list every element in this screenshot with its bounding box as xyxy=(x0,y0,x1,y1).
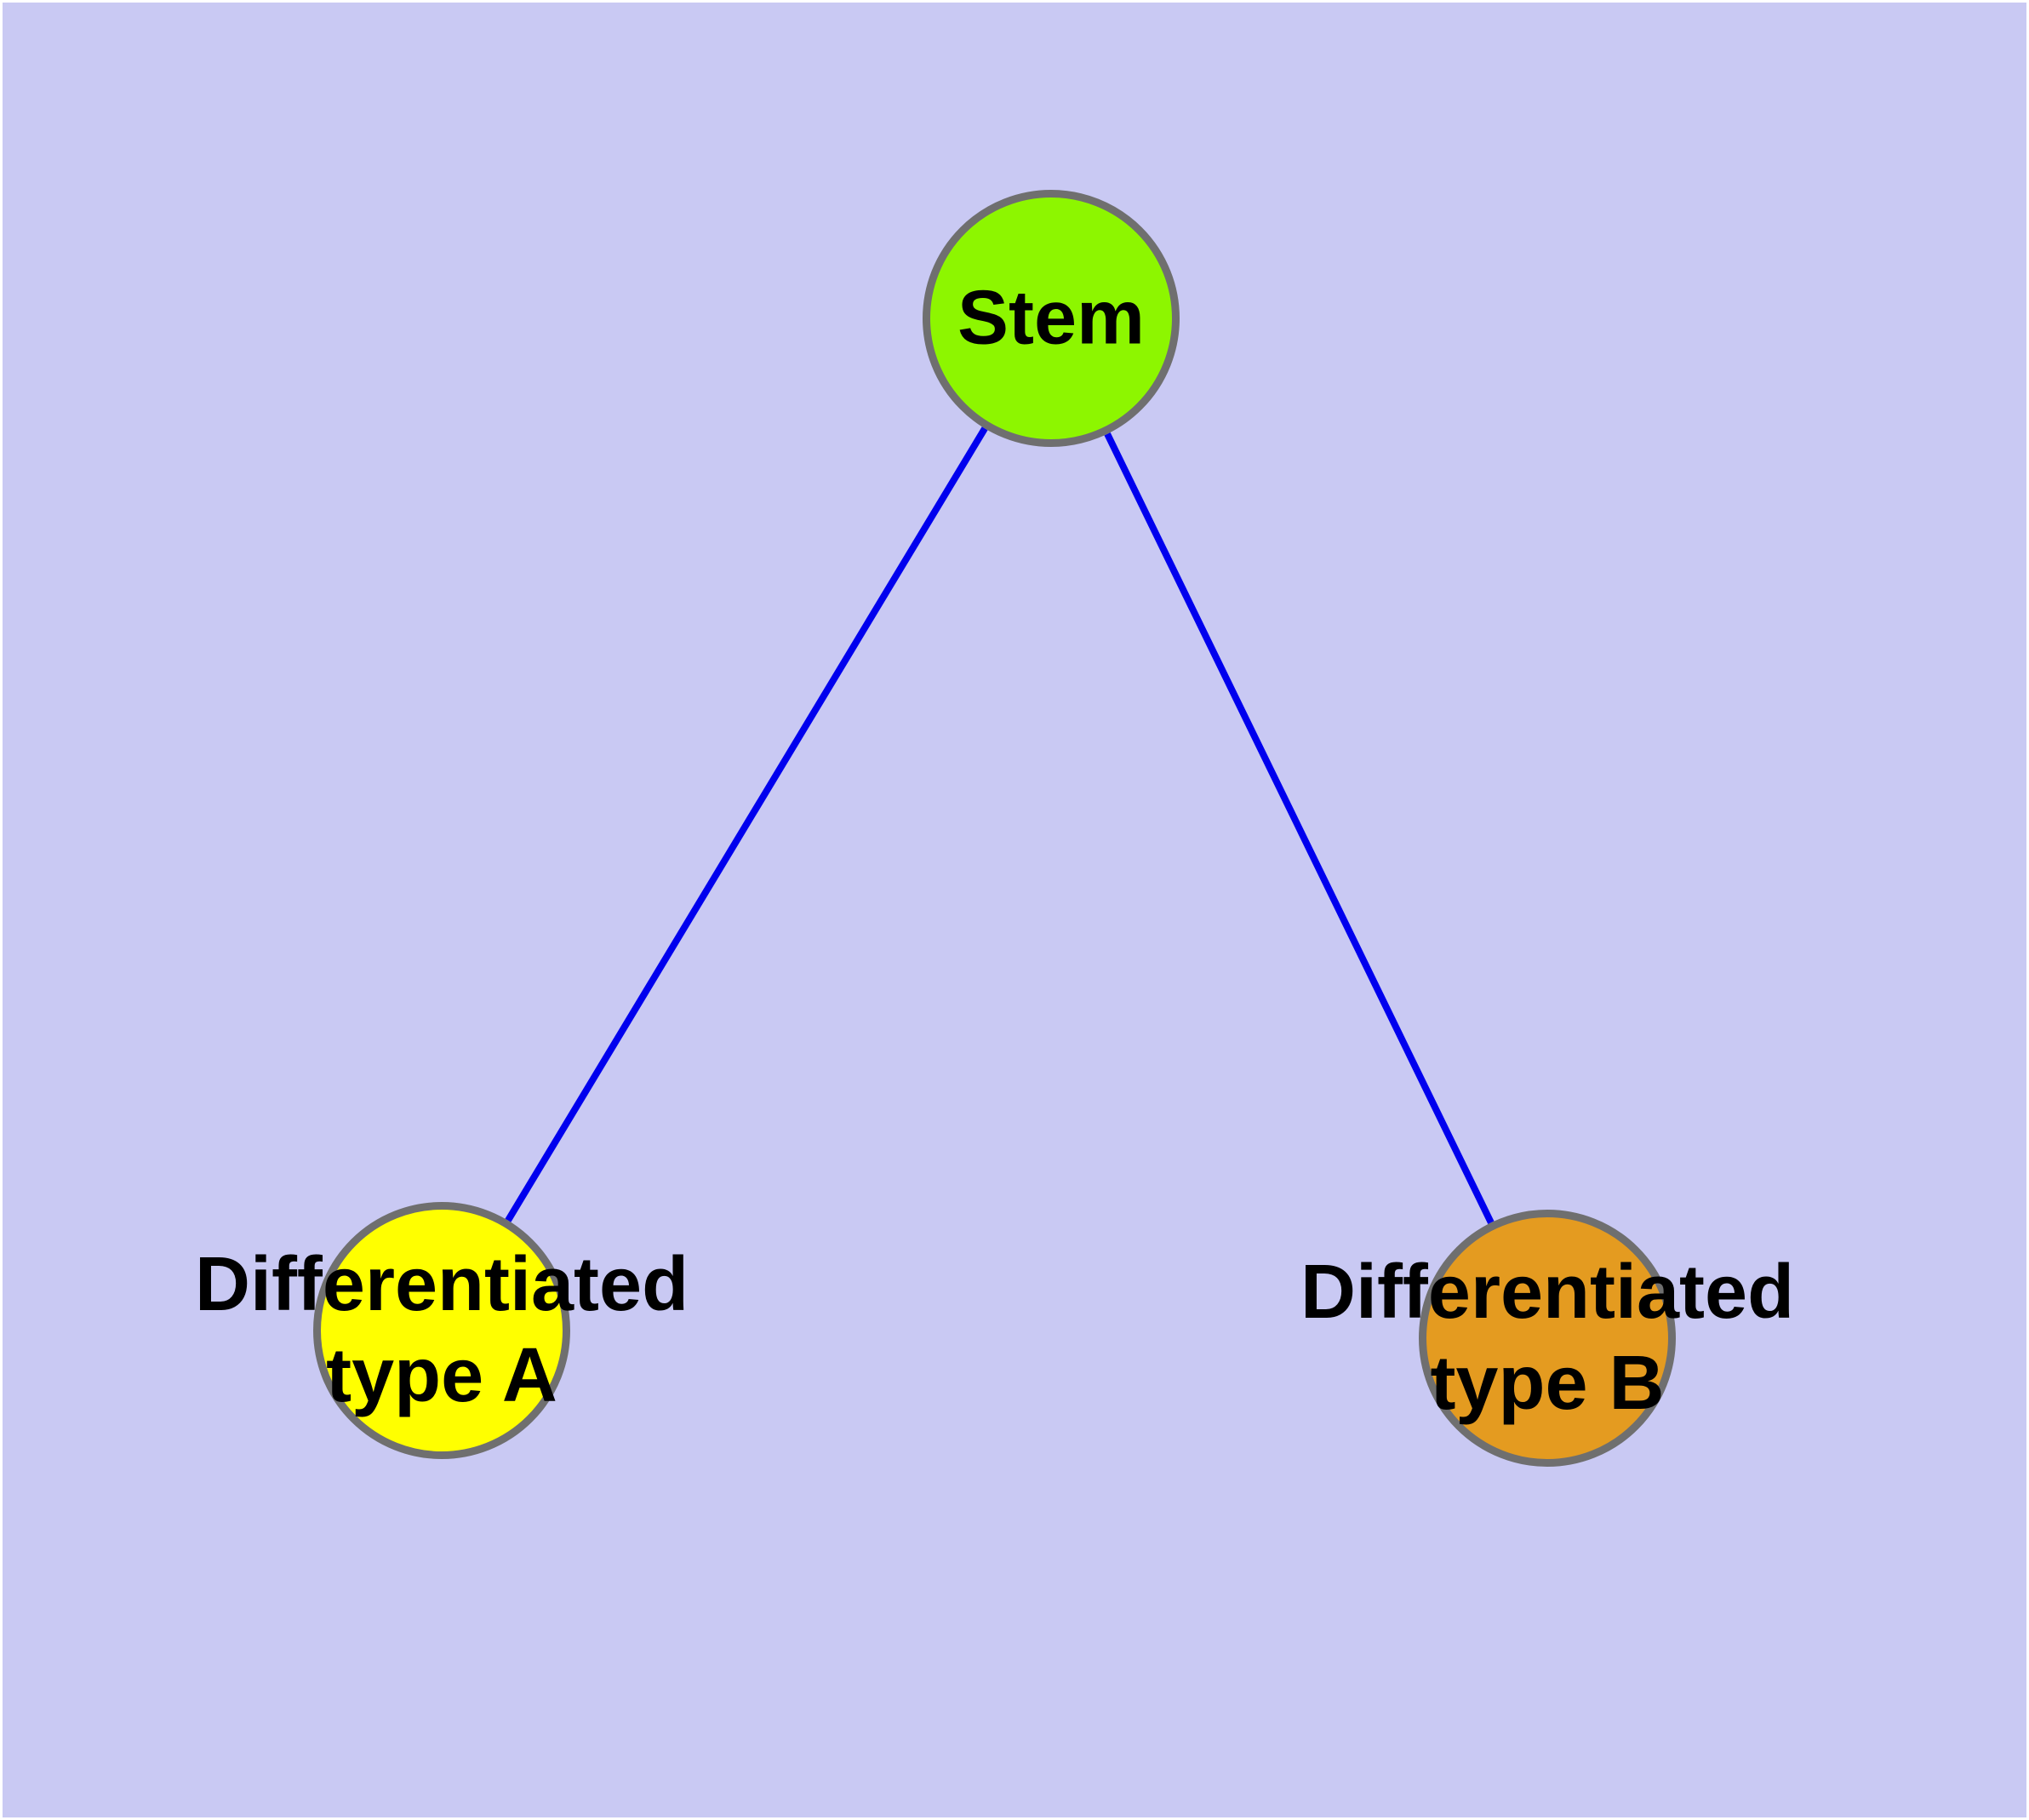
node-differentiated-type-b xyxy=(1419,1210,1676,1467)
node-differentiated-type-a xyxy=(313,1202,570,1459)
node-stem xyxy=(923,190,1180,447)
edge-stem-to-type-a xyxy=(505,426,988,1222)
edge-stem-to-type-b xyxy=(1104,432,1495,1224)
